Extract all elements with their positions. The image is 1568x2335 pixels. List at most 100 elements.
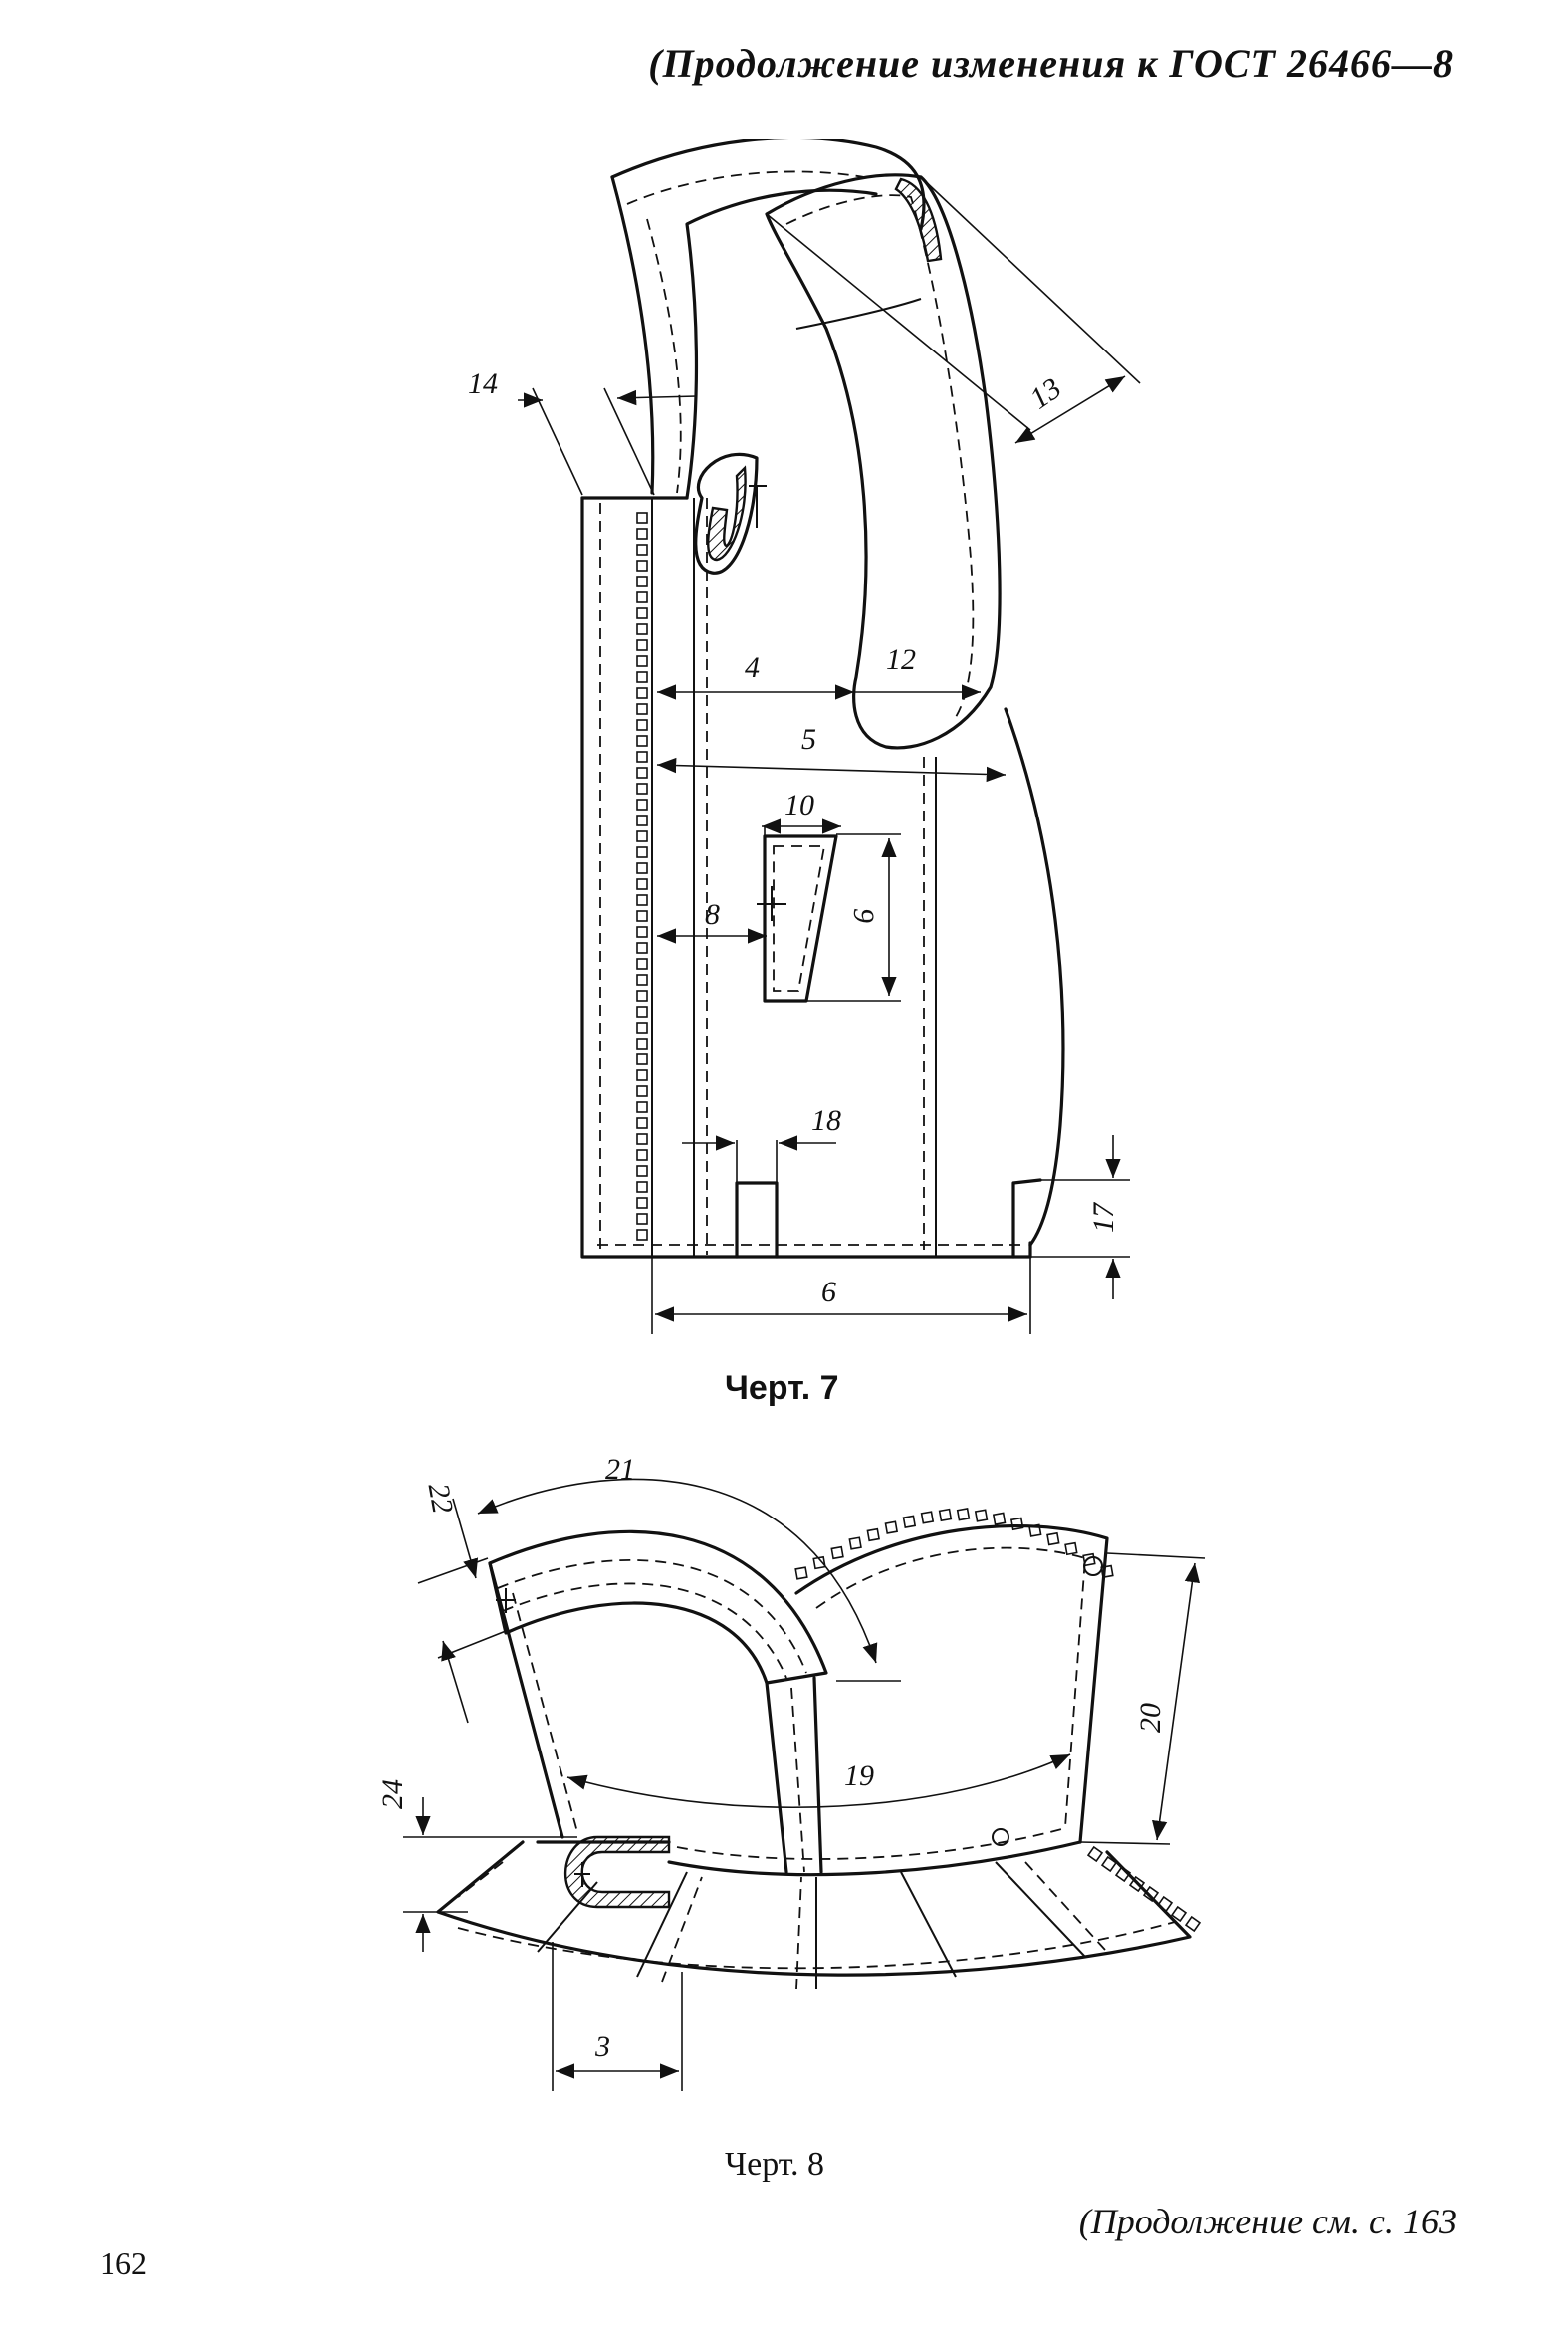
perforation-hole (1156, 1895, 1174, 1913)
footer-continuation-note: (Продолжение см. с. 163 (1078, 2202, 1456, 2241)
perforation-hole (636, 894, 648, 906)
perforation-hole (636, 512, 648, 524)
perforation-hole (974, 1509, 989, 1522)
perforation-hole (636, 687, 648, 699)
perforation-hole (636, 528, 648, 540)
perforation-hole (992, 1512, 1007, 1525)
perforation-hole (636, 655, 648, 667)
figure-8-drawing: 21 22 20 19 24 3 (376, 1453, 1206, 2091)
perforation-hole (636, 576, 648, 587)
dim-label-8: 8 (705, 898, 720, 931)
figure-7-caption: Черт. 7 (725, 1369, 839, 1407)
dim-label-20: 20 (1134, 1703, 1167, 1733)
fig7-perforation-strip (636, 512, 648, 1241)
perforation-hole (636, 1022, 648, 1034)
perforation-hole (884, 1520, 899, 1534)
perforation-hole (866, 1527, 880, 1542)
perforation-hole (636, 1117, 648, 1129)
dim-label-4: 4 (745, 651, 760, 684)
perforation-hole (636, 910, 648, 922)
fig7-buckle-loop (694, 452, 767, 575)
perforation-hole (636, 1197, 648, 1209)
perforation-hole (636, 830, 648, 842)
fig7-tongue-flap (765, 173, 1002, 750)
perforation-hole (636, 1213, 648, 1225)
perforation-hole (1100, 1564, 1114, 1579)
perforation-hole (636, 878, 648, 890)
perforation-hole (636, 544, 648, 556)
fig8-dimension-lines (403, 1478, 1206, 2091)
perforation-hole (636, 1149, 648, 1161)
perforation-hole (1100, 1855, 1118, 1873)
perforation-hole (636, 639, 648, 651)
perforation-hole (848, 1536, 862, 1550)
perforation-hole (920, 1511, 935, 1524)
fig8-curved-strap (488, 1529, 828, 1685)
dim-label-21: 21 (605, 1453, 635, 1486)
perforation-hole (1028, 1523, 1042, 1537)
dim-label-6: 6 (821, 1276, 836, 1308)
perforation-hole (636, 1133, 648, 1145)
perforation-hole (636, 783, 648, 795)
perforation-hole (636, 846, 648, 858)
perforation-hole (636, 591, 648, 603)
figure-8-caption: Черт. 8 (725, 2146, 825, 2183)
dim-label-18: 18 (811, 1104, 841, 1137)
dim-label-17: 17 (1087, 1201, 1120, 1233)
perforation-hole (636, 1006, 648, 1018)
perforation-hole (636, 623, 648, 635)
perforation-hole (636, 607, 648, 619)
dim-label-10: 10 (784, 789, 814, 821)
perforation-hole (636, 942, 648, 954)
perforation-hole (636, 1085, 648, 1097)
perforation-hole (794, 1566, 808, 1580)
header-continuation-note: (Продолжение изменения к ГОСТ 26466—8 (648, 41, 1454, 86)
perforation-hole (636, 1101, 648, 1113)
perforation-hole (636, 958, 648, 970)
figure-7-drawing: 14 13 4 12 5 10 8 9 18 17 6 (468, 139, 1141, 1334)
dim-label-9: 9 (847, 908, 880, 923)
fig8-dimension-labels: 21 22 20 19 24 3 (376, 1453, 1167, 2063)
fig8-buckle (563, 1835, 671, 1909)
perforation-hole (636, 719, 648, 731)
perforation-hole (636, 974, 648, 986)
perforation-hole (636, 1038, 648, 1050)
perforation-hole (956, 1508, 971, 1521)
perforation-hole (636, 1181, 648, 1193)
perforation-hole (636, 1069, 648, 1081)
fig8-lower-band (436, 1840, 1192, 1990)
dim-label-14: 14 (468, 367, 498, 400)
dim-label-12: 12 (886, 643, 916, 676)
perforation-hole (636, 990, 648, 1002)
dim-label-3: 3 (594, 2030, 610, 2063)
page-number: 162 (100, 2245, 147, 2281)
perforation-hole (902, 1515, 917, 1528)
perforation-hole (636, 560, 648, 572)
perforation-hole (1082, 1552, 1096, 1567)
perforation-hole (636, 926, 648, 938)
perforation-hole (636, 862, 648, 874)
perforation-hole (1170, 1905, 1188, 1923)
perforation-hole (1009, 1517, 1024, 1531)
fig7-bottom-tabs (735, 1178, 1042, 1259)
dim-label-19: 19 (844, 1759, 874, 1792)
perforation-hole (830, 1545, 844, 1560)
fig7-body (580, 496, 1065, 1259)
perforation-hole (636, 1053, 648, 1065)
perforation-hole (636, 1165, 648, 1177)
dim-label-13: 13 (1024, 371, 1068, 415)
perforation-hole (1046, 1531, 1060, 1546)
fig7-slot (757, 834, 838, 1003)
perforation-hole (636, 767, 648, 779)
fig7-dimension-lines (518, 176, 1141, 1334)
perforation-hole (938, 1508, 953, 1522)
perforation-hole (1064, 1541, 1078, 1556)
perforation-hole (636, 1229, 648, 1241)
perforation-hole (636, 671, 648, 683)
perforation-hole (636, 735, 648, 747)
dim-label-5: 5 (801, 723, 816, 756)
perforation-hole (1184, 1915, 1202, 1933)
perforation-hole (636, 799, 648, 811)
perforation-hole (1086, 1845, 1104, 1863)
perforation-hole (636, 751, 648, 763)
